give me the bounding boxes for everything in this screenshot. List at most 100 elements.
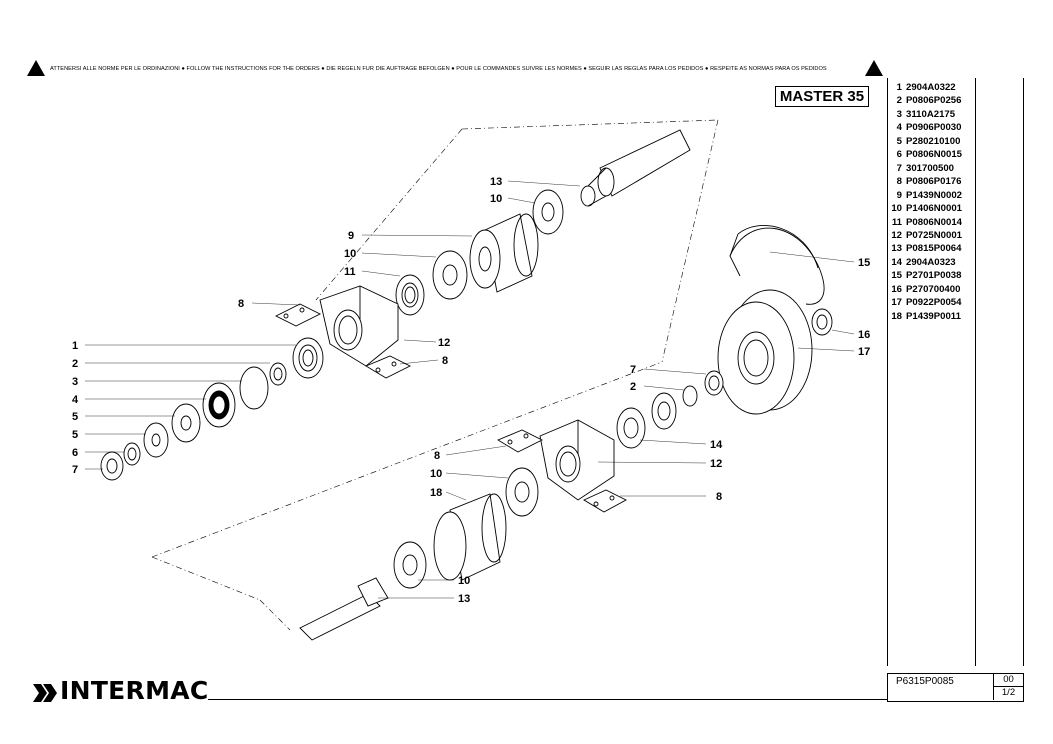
bottom-rule	[208, 699, 887, 700]
callout-4: 4	[72, 394, 79, 406]
spacer-ring-bottom	[393, 541, 427, 589]
callout-13: 13	[490, 176, 502, 188]
part-number: 8	[896, 176, 902, 188]
part-number: 10	[891, 203, 902, 215]
timing-belt	[729, 225, 825, 305]
washer-2	[269, 362, 287, 386]
callout-3: 3	[72, 376, 78, 388]
parts-list-row: 9 P1439N0002	[888, 190, 962, 203]
callout-10: 10	[430, 468, 442, 480]
revision-number: 00	[1003, 674, 1014, 685]
parts-list-row: 12 P0725N0001	[888, 230, 962, 243]
callout-2: 2	[630, 381, 636, 393]
callout-5: 5	[72, 411, 78, 423]
parts-list-row: 5 P280210100	[888, 135, 961, 149]
part-code: 2904A0322	[906, 82, 956, 93]
lock-nut	[100, 451, 124, 481]
spacer-ring-upper	[532, 189, 564, 235]
callout-5: 5	[72, 429, 78, 441]
part-code: P1439P0011	[906, 310, 961, 322]
bearing-4	[202, 382, 236, 428]
part-number: 11	[891, 216, 902, 228]
upper-shaft	[580, 129, 691, 207]
snap-ring	[239, 366, 269, 410]
part-number: 3	[896, 108, 902, 120]
sleeve-lower	[433, 493, 507, 581]
parts-list-row: 10 P1406N0001	[888, 203, 962, 216]
sleeve	[469, 213, 539, 293]
part-code: P0806P0176	[906, 176, 962, 188]
warning-triangle-icon	[865, 60, 883, 76]
callout-9: 9	[348, 230, 354, 242]
part-number: 14	[891, 256, 902, 268]
sheet-number: 1/2	[1001, 687, 1016, 698]
title-block: P6315P0085 00 1/2	[887, 673, 1024, 702]
parts-list-row: 3 3110A2175	[888, 109, 955, 122]
pillow-block-upper	[274, 285, 412, 379]
parts-list-row: 1 2904A0322	[888, 82, 956, 95]
callout-16: 16	[858, 329, 870, 341]
part-code: P280210100	[906, 135, 961, 147]
part-number: 16	[891, 283, 902, 295]
callout-leaders	[85, 180, 855, 599]
part-code: 3110A2175	[906, 108, 956, 120]
callout-10: 10	[458, 575, 470, 587]
part-code: 301700500	[906, 162, 955, 174]
callout-6: 6	[72, 447, 78, 459]
washer-lower	[682, 385, 698, 407]
parts-list-row: 18 P1439P0011	[888, 311, 961, 324]
callout-2: 2	[72, 358, 78, 370]
parts-list-row: 15 P2701P0038	[888, 270, 961, 283]
part-code: P0725N0001	[906, 229, 963, 241]
part-number: 7	[896, 162, 902, 174]
washer-5b	[143, 422, 169, 458]
model-name: MASTER 35	[775, 86, 869, 107]
part-code: P0806N0015	[906, 149, 963, 161]
parts-list-divider	[975, 78, 976, 666]
callout-7: 7	[630, 364, 636, 376]
ordering-notice: ATTENERSI ALLE NORME PER LE ORDINAZIONI …	[50, 66, 827, 72]
lock-washer	[123, 442, 141, 466]
drawing-code: P6315P0085	[896, 676, 954, 687]
spacer-ring-middle	[432, 250, 468, 300]
callout-15: 15	[858, 257, 870, 269]
spacer-ring-lower	[505, 467, 539, 517]
part-number: 13	[891, 243, 902, 255]
part-code: P0806P0256	[906, 95, 962, 107]
callout-10: 10	[344, 248, 356, 260]
part-code: P0806N0014	[906, 216, 963, 228]
part-number: 17	[891, 297, 902, 309]
part-code: P1406N0001	[906, 203, 963, 215]
callout-14: 14	[710, 439, 723, 451]
brand-logo: INTERMAC	[60, 676, 209, 705]
timing-pulley	[717, 289, 813, 415]
part-number: 12	[891, 229, 902, 241]
part-number: 5	[896, 135, 902, 147]
warning-triangle-icon	[27, 60, 45, 76]
part-number: 4	[896, 122, 902, 134]
part-number: 15	[891, 270, 902, 282]
parts-list-row: 14 2904A0323	[888, 256, 956, 270]
lock-nut-lower	[704, 370, 724, 396]
callout-8: 8	[442, 355, 448, 367]
callout-12: 12	[438, 337, 450, 349]
part-number: 1	[896, 82, 902, 93]
parts-list: 1 2904A0322 2 P0806P0256 3 3110A2175 4 P0906P00…	[887, 78, 1024, 666]
revision-box: 00 1/2	[993, 673, 1023, 700]
part-code: P0906P0030	[906, 122, 962, 134]
part-number: 2	[896, 95, 902, 107]
callout-17: 17	[858, 346, 870, 358]
callout-10: 10	[490, 193, 502, 205]
alignment-axis-lines	[151, 119, 719, 631]
part-code: P1439N0002	[906, 189, 963, 201]
callout-8: 8	[434, 450, 440, 462]
part-code: 2904A0323	[906, 256, 956, 268]
part-number: 6	[896, 149, 902, 161]
part-number: 9	[896, 189, 902, 201]
revision-divider	[994, 686, 1023, 687]
part-number: 18	[891, 310, 902, 322]
bearing-1	[292, 337, 324, 379]
part-code: P2701P0038	[906, 270, 962, 282]
